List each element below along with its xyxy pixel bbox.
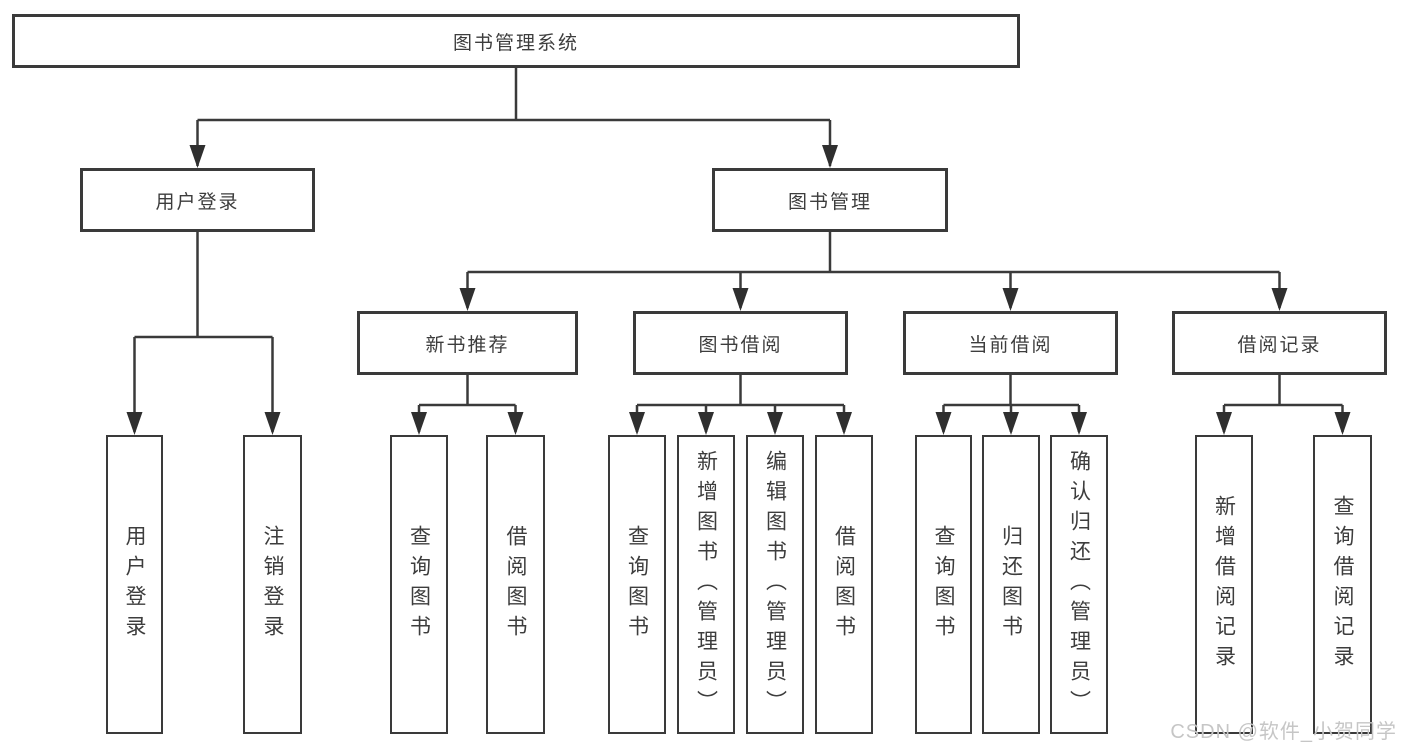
leaf-label: 用户登录: [123, 524, 147, 645]
leaf-query-books-borrowing: 查询图书: [608, 435, 666, 734]
leaf-label: 借阅图书: [504, 524, 528, 645]
watermark-text: CSDN @软件_小贺同学: [1170, 721, 1397, 743]
leaf-edit-book-admin: 编辑图书（管理员）: [746, 435, 804, 734]
leaf-logout: 注销登录: [243, 435, 302, 734]
node-label: 图书管理系统: [452, 32, 579, 54]
node-new-book-recommendation: 新书推荐: [357, 311, 578, 375]
leaf-label: 查询图书: [407, 524, 431, 645]
leaf-borrow-books-borrowing: 借阅图书: [815, 435, 873, 734]
node-label: 借阅记录: [1237, 334, 1322, 356]
node-label: 图书借阅: [698, 334, 783, 356]
leaf-add-borrow-record: 新增借阅记录: [1195, 435, 1253, 734]
node-borrowing-records: 借阅记录: [1172, 311, 1387, 375]
leaf-return-books: 归还图书: [982, 435, 1040, 734]
leaf-borrow-books-recommendation: 借阅图书: [486, 435, 545, 734]
leaf-label: 确认归还（管理员）: [1067, 449, 1091, 720]
leaf-query-books-current: 查询图书: [915, 435, 972, 734]
leaf-query-borrow-record: 查询借阅记录: [1313, 435, 1372, 734]
node-book-borrowing: 图书借阅: [633, 311, 848, 375]
leaf-label: 新增借阅记录: [1212, 494, 1236, 675]
node-label: 当前借阅: [968, 334, 1053, 356]
node-user-login-branch: 用户登录: [80, 168, 315, 232]
leaf-label: 查询图书: [625, 524, 649, 645]
leaf-label: 编辑图书（管理员）: [763, 449, 787, 720]
leaf-query-books-recommendation: 查询图书: [390, 435, 448, 734]
leaf-add-book-admin: 新增图书（管理员）: [677, 435, 735, 734]
leaf-label: 注销登录: [261, 524, 285, 645]
node-label: 图书管理: [787, 191, 872, 213]
leaf-label: 查询图书: [932, 524, 956, 645]
node-book-management: 图书管理: [712, 168, 948, 232]
node-label: 用户登录: [155, 191, 240, 213]
leaf-user-login: 用户登录: [106, 435, 163, 734]
node-label: 新书推荐: [425, 334, 510, 356]
node-library-management-system: 图书管理系统: [12, 14, 1020, 68]
leaf-label: 归还图书: [999, 524, 1023, 645]
leaf-label: 新增图书（管理员）: [694, 449, 718, 720]
node-current-borrowing: 当前借阅: [903, 311, 1118, 375]
leaf-label: 借阅图书: [832, 524, 856, 645]
leaf-confirm-return-admin: 确认归还（管理员）: [1050, 435, 1108, 734]
leaf-label: 查询借阅记录: [1331, 494, 1355, 675]
